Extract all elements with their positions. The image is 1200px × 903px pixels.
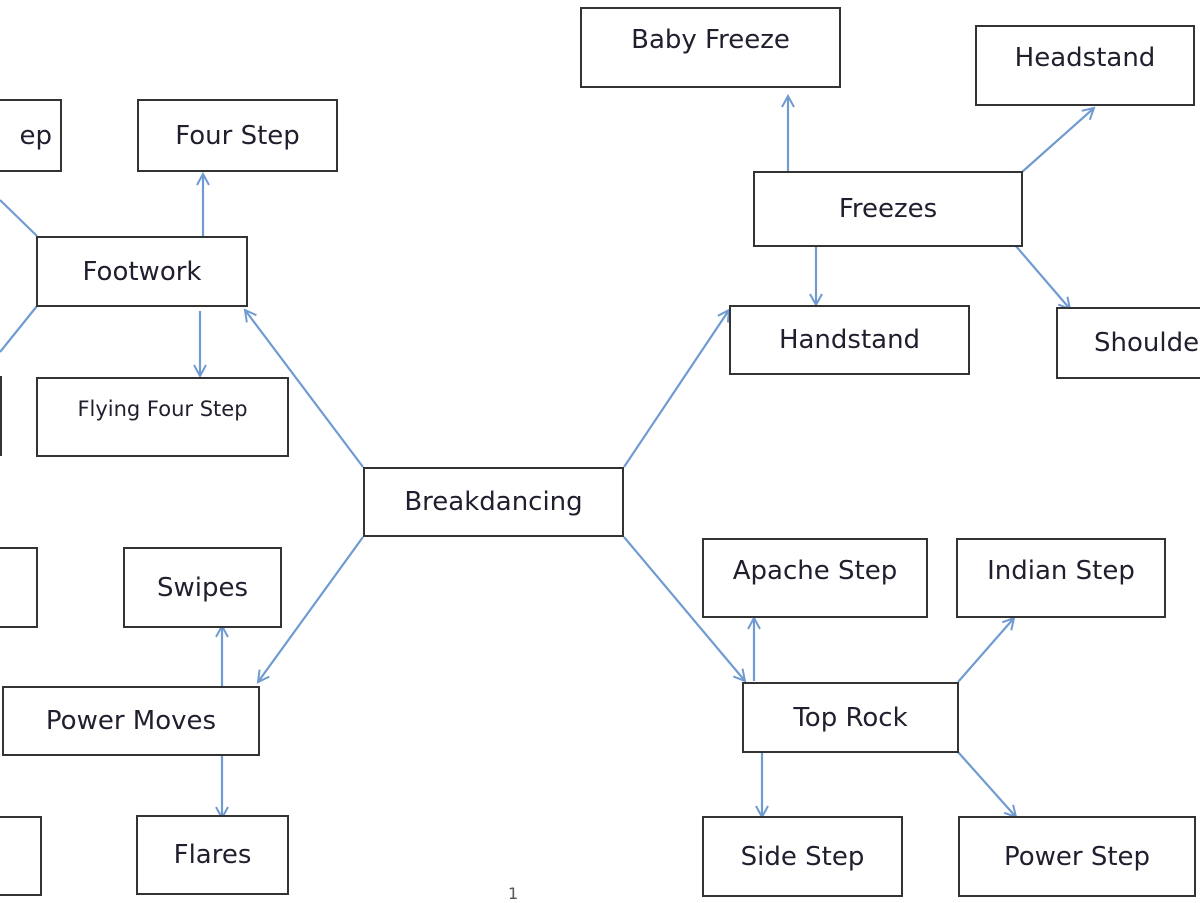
node-footwork[interactable]: Footwork xyxy=(36,236,248,307)
edge-breakdancing-top-rock xyxy=(623,536,745,681)
node-shoulder[interactable]: Shoulde xyxy=(1056,307,1200,379)
node-flares[interactable]: Flares xyxy=(136,815,289,895)
edge-breakdancing-footwork xyxy=(245,310,364,468)
node-indian-step[interactable]: Indian Step xyxy=(956,538,1166,618)
node-partial-left-upper[interactable] xyxy=(0,547,38,628)
edge-breakdancing-power-moves xyxy=(258,536,364,682)
node-flying-four-step[interactable]: Flying Four Step xyxy=(36,377,289,457)
node-partial-left-mid[interactable] xyxy=(0,376,2,456)
page-number: 1 xyxy=(508,884,519,903)
node-freezes[interactable]: Freezes xyxy=(753,171,1023,247)
node-apache-step[interactable]: Apache Step xyxy=(702,538,928,618)
node-power-step[interactable]: Power Step xyxy=(958,816,1196,897)
edge-breakdancing-handstand xyxy=(623,310,729,468)
node-headstand[interactable]: Headstand xyxy=(975,25,1195,106)
node-side-step[interactable]: Side Step xyxy=(702,816,903,897)
node-top-rock[interactable]: Top Rock xyxy=(742,682,959,753)
node-power-moves[interactable]: Power Moves xyxy=(2,686,260,756)
node-four-step[interactable]: Four Step xyxy=(137,99,338,172)
edge-top-rock-power-step xyxy=(957,751,1016,817)
edge-freezes-shoulder xyxy=(1014,244,1070,309)
node-partial-left-bottom[interactable] xyxy=(0,816,42,896)
node-baby-freeze[interactable]: Baby Freeze xyxy=(580,7,841,88)
node-breakdancing[interactable]: Breakdancing xyxy=(363,467,624,537)
edge-top-rock-indian-step xyxy=(957,618,1014,683)
node-handstand[interactable]: Handstand xyxy=(729,305,970,375)
edge-freezes-headstand xyxy=(1021,108,1094,173)
edge-footwork-left-lower xyxy=(0,305,38,353)
node-partial-step[interactable]: ep xyxy=(0,99,62,172)
node-swipes[interactable]: Swipes xyxy=(123,547,282,628)
edge-footwork-left-upper xyxy=(0,199,38,237)
